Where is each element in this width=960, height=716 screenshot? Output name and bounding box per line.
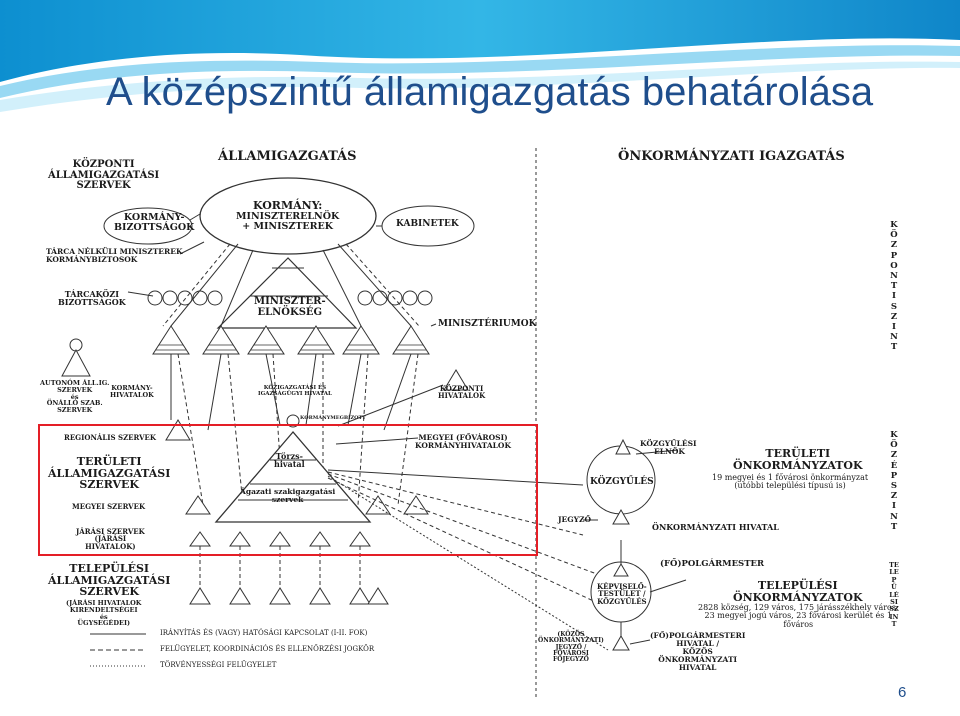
- legend-torvenyessegi: TÖRVÉNYESSÉGI FELÜGYELET: [160, 661, 277, 669]
- label-telepulesi-onk-sub: 2828 község, 129 város, 175 járásszékhel…: [698, 603, 899, 629]
- label-polgarmester: (FŐ)POLGÁRMESTER: [660, 559, 765, 569]
- vertical-label-telepulesi-szint: TELEPÜLÉSI SZINT: [889, 561, 899, 629]
- label-torzshivatal: Törzs-hivatal: [274, 451, 305, 470]
- page-number: 6: [898, 684, 907, 701]
- vertical-label-kozepszint: KÖZÉPSZINT: [890, 430, 898, 532]
- label-onkormanyzati-hivatal: ÖNKORMÁNYZATI HIVATAL: [652, 522, 779, 532]
- legend-felugyelet: FELÜGYELET, KOORDINÁCIÓS ÉS ELLENŐRZÉSI …: [160, 645, 375, 653]
- label-regionalis: REGIONÁLIS SZERVEK: [64, 433, 156, 442]
- label-kormany: KORMÁNY:MINISZTERELNÖK+ MINISZTEREK: [236, 199, 340, 232]
- label-megyei-szervek: MEGYEI SZERVEK: [72, 502, 146, 511]
- vertical-label-kozponti-szint: KÖZPONTI SZINT: [890, 220, 898, 353]
- label-kozgyules: KÖZGYŰLÉS: [590, 477, 654, 487]
- highlight-box-kozepszint: [38, 424, 538, 556]
- label-teruleti-onk-sub: 19 megyei és 1 fővárosi önkormányzat(utó…: [712, 473, 869, 491]
- title-banner: [0, 0, 960, 112]
- header-onkormanyzati: ÖNKORMÁNYZATI IGAZGATÁS: [618, 149, 845, 164]
- label-kormanymegbizott: KORMÁNYMEGBÍZOTT: [300, 415, 366, 421]
- slide-title: A középszintű államigazgatás behatárolás…: [106, 70, 874, 114]
- label-jegyzo: JEGYZŐ: [558, 515, 592, 524]
- label-megyei-kormanyhivatalok: MEGYEI (FŐVÁROSI)KORMÁNYHIVATALOK: [415, 433, 511, 450]
- label-miniszteriumok: MINISZTÉRIUMOK: [438, 319, 537, 329]
- label-kormanybizottsagok: KORMÁNY-BIZOTTSÁGOK: [114, 212, 195, 233]
- label-kormanyhivatalok: KORMÁNY-HIVATALOK: [110, 384, 154, 399]
- legend-iranyitas: IRÁNYÍTÁS ÉS (VAGY) HATÓSÁGI KAPCSOLAT (…: [160, 629, 368, 637]
- label-miniszterelnokseg: MINISZTER-ELNÖKSÉG: [254, 296, 326, 318]
- label-kepviselo-testulet: KÉPVISELŐ-TESTÜLET /KÖZGYŰLÉS: [597, 582, 647, 606]
- organization-diagram: [61, 148, 687, 700]
- label-kabinetek: KABINETEK: [396, 219, 459, 229]
- header-allamigazgatas: ÁLLAMIGAZGATÁS: [218, 149, 357, 164]
